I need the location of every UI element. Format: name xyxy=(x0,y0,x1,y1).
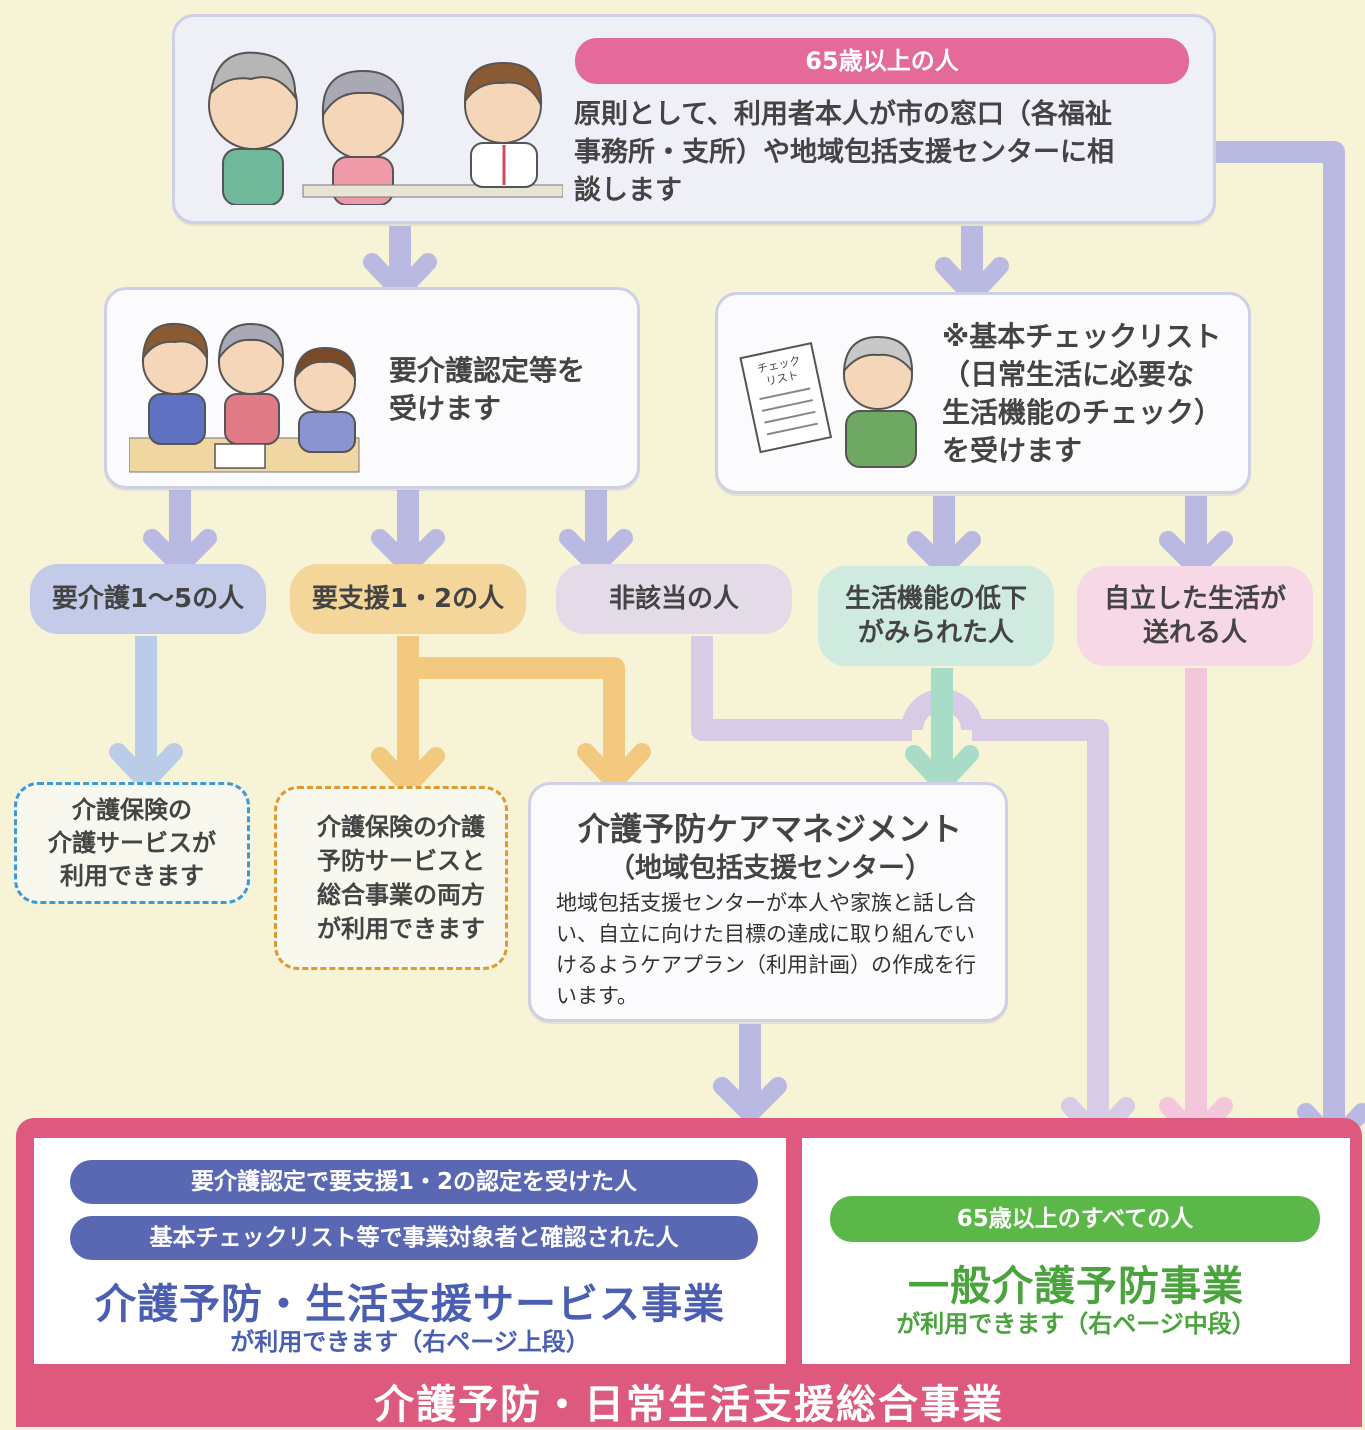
care-management-description: 地域包括支援センターが本人や家族と話し合い、自立に向けた目標の達成に取り組んでい… xyxy=(556,891,976,1008)
general-prevention-title: 一般介護予防事業 xyxy=(908,1262,1244,1310)
certification-box xyxy=(104,287,640,489)
care-management-box xyxy=(528,782,1008,1022)
prevention-service-outcome: 介護保険の介護 予防サービスと 総合事業の両方 が利用できます xyxy=(274,786,508,970)
arrow-cat-b-to-outcomes xyxy=(371,636,651,795)
arrow-cat-e-to-general xyxy=(1159,668,1233,1145)
age-65-pill: 65歳以上の人 xyxy=(575,38,1189,84)
arrow-to-cat-b xyxy=(371,490,445,575)
category-independent: 自立した生活が 送れる人 xyxy=(1077,566,1313,666)
certification-text: 要介護認定等を 受けます xyxy=(389,354,586,425)
arrow-top-to-mid-right xyxy=(935,226,1009,305)
service-program-note: が利用できます（右ページ上段） xyxy=(230,1328,590,1356)
arrow-to-cat-a xyxy=(143,490,217,575)
arrow-top-to-mid-left xyxy=(363,226,437,301)
service-program-title: 介護予防・生活支援サービス事業 xyxy=(95,1280,725,1328)
category-support-level-1-2: 要支援1・2の人 xyxy=(290,564,526,634)
arrow-to-cat-c xyxy=(559,490,633,575)
arrow-care-to-service xyxy=(713,1024,787,1123)
family-illustration xyxy=(129,322,360,473)
target-pill-checklist: 基本チェックリスト等で事業対象者と確認された人 xyxy=(70,1216,758,1260)
checklist-illustration: チェック リスト xyxy=(739,335,917,468)
comprehensive-program-title: 介護予防・日常生活支援総合事業 xyxy=(374,1382,1004,1428)
checklist-text: ※基本チェックリスト （日常生活に必要な 生活機能のチェック） を受けます xyxy=(942,320,1223,467)
all-65-pill: 65歳以上のすべての人 xyxy=(830,1196,1320,1242)
care-service-outcome: 介護保険の 介護サービスが 利用できます xyxy=(14,782,250,904)
arrow-to-cat-e xyxy=(1159,496,1233,577)
arrow-to-cat-d xyxy=(907,496,981,577)
care-management-title: 介護予防ケアマネジメント xyxy=(577,810,962,848)
general-prevention-note: が利用できます（右ページ中段） xyxy=(896,1310,1256,1338)
care-management-subtitle: （地域包括支援センター） xyxy=(608,853,932,884)
consultation-text: 原則として、利用者本人が市の窓口（各福祉 事務所・支所）や地域包括支援センターに… xyxy=(574,99,1114,206)
category-care-level-1-5: 要介護1〜5の人 xyxy=(30,564,266,634)
category-not-applicable: 非該当の人 xyxy=(556,564,792,634)
target-pill-certified: 要介護認定で要支援1・2の認定を受けた人 xyxy=(70,1160,758,1204)
category-declined-function: 生活機能の低下 がみられた人 xyxy=(818,566,1054,666)
consultation-illustration xyxy=(208,51,563,205)
checklist-box: チェック リスト xyxy=(715,292,1251,494)
arrow-cat-a-to-service xyxy=(109,636,183,791)
general-prevention-panel xyxy=(802,1138,1350,1364)
